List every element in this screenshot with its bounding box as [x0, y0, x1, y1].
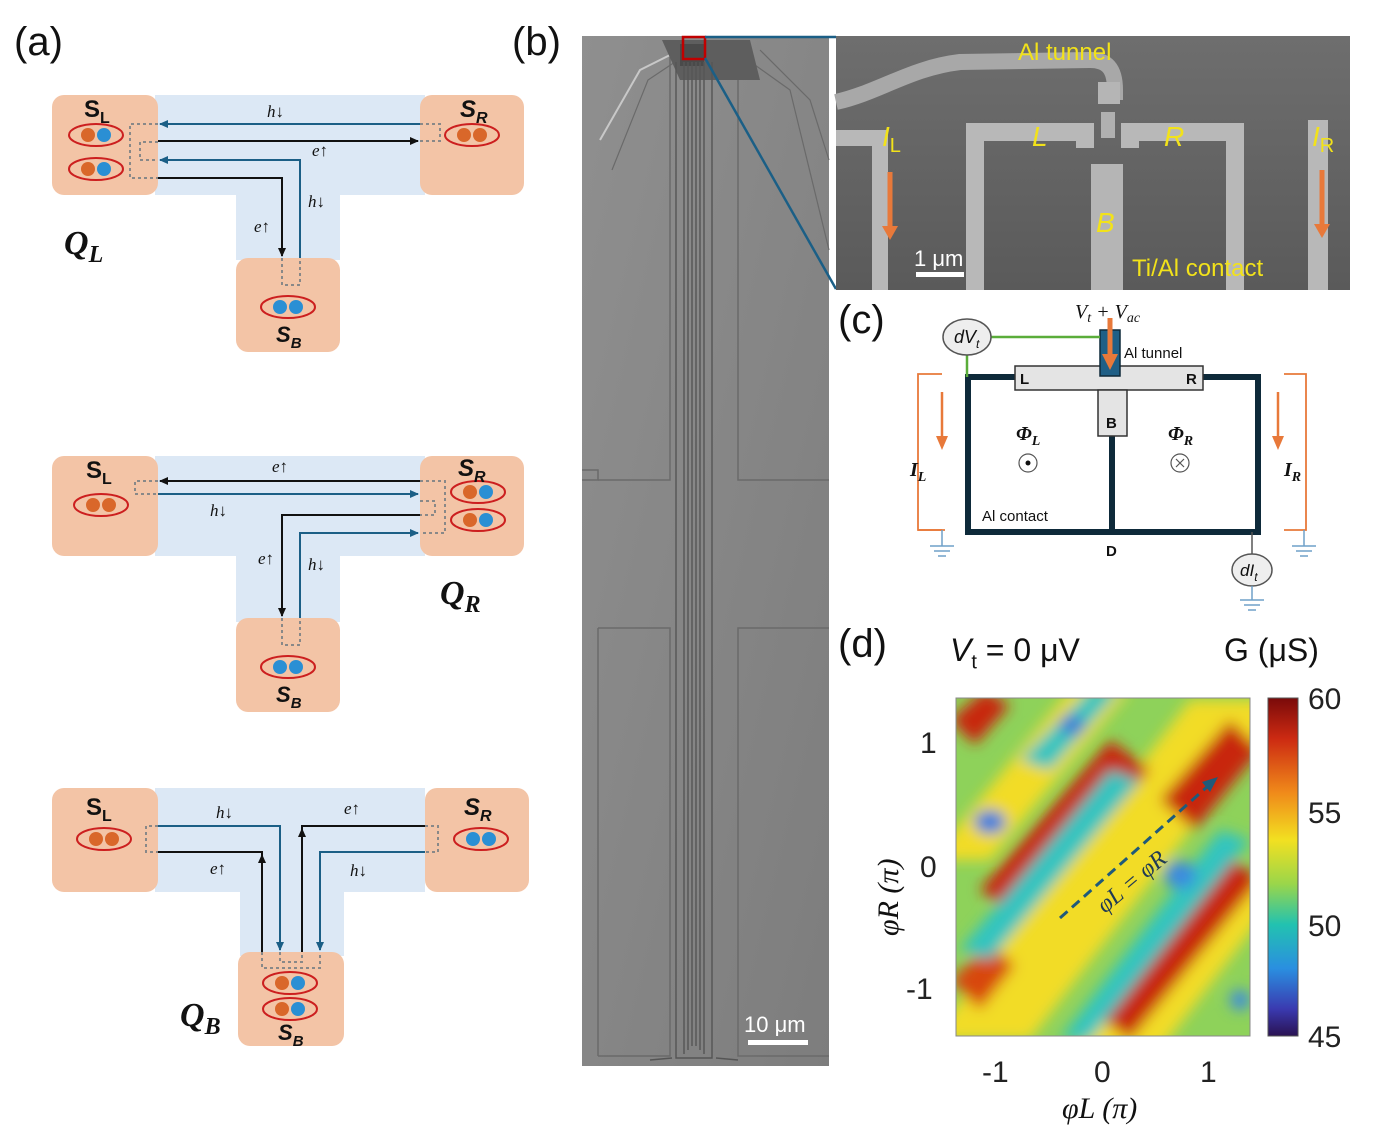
- sem-scale-label: 10 μm: [744, 1012, 806, 1037]
- cbar-tick-50: 50: [1308, 910, 1342, 943]
- ql-h-stem: h↓: [308, 192, 325, 211]
- ql-sr: SR: [460, 96, 488, 127]
- inset-b-label: B: [1096, 207, 1115, 238]
- cooper-pair-sl: [76, 827, 132, 851]
- circuit-il-label: IL: [909, 459, 926, 485]
- circuit-r-label: R: [1186, 371, 1197, 388]
- panel-b-sem: 10 μm Al tunnel IL IR L R B Ti/Al contac…: [582, 35, 1350, 1066]
- cooper-pair-sr: [444, 123, 500, 147]
- inset-r-label: R: [1164, 121, 1184, 152]
- heatmap-field: [956, 698, 1250, 1036]
- panel-c-circuit: Vt + Vac dVt Al tunnel L R B D ΦL ΦR IL …: [909, 301, 1316, 611]
- cooper-pair-sb-1: [262, 971, 318, 995]
- xtick-1: 1: [1200, 1056, 1217, 1089]
- qb-label: QB: [180, 997, 221, 1040]
- ytick-0: 0: [920, 851, 937, 884]
- qr-sr: SR: [458, 455, 486, 486]
- heatmap-plot: φL = φR: [955, 697, 1299, 1037]
- colorbar-title: G (μS): [1224, 632, 1319, 668]
- cooper-pair-sr-2: [450, 508, 506, 532]
- inset-il-label: IL: [882, 121, 901, 157]
- ytick-m1: -1: [906, 973, 933, 1006]
- qb-e-right: e↑: [344, 799, 360, 818]
- inset-l-label: L: [1032, 121, 1048, 152]
- circuit-dvt-label: dVt: [954, 327, 980, 351]
- cooper-pair-sb: [260, 655, 316, 679]
- qr-label: QR: [440, 575, 481, 618]
- circuit-dit-label: dIt: [1240, 561, 1258, 584]
- circuit-phil-label: ΦL: [1016, 423, 1040, 449]
- ql-label: QL: [64, 225, 103, 268]
- xtick-m1: -1: [982, 1056, 1009, 1089]
- yaxis-label: φR (π): [872, 858, 905, 936]
- qr-e-stem: e↑: [258, 549, 274, 568]
- ql-sb: SB: [276, 322, 302, 352]
- title-sub: t: [971, 651, 977, 674]
- panel-c-label: (c): [838, 298, 885, 342]
- qr-h-stem: h↓: [308, 555, 325, 574]
- title-v: V: [950, 632, 972, 668]
- xtick-0: 0: [1094, 1056, 1111, 1089]
- circuit-vt-label: Vt + Vac: [1075, 301, 1141, 326]
- inset-contact-label: Ti/Al contact: [1132, 255, 1263, 282]
- xaxis-label: φL (π): [1062, 1092, 1138, 1125]
- circuit-phir-label: ΦR: [1168, 423, 1193, 449]
- qr-sl: SL: [86, 457, 112, 488]
- circuit-tunnel-label: Al tunnel: [1124, 345, 1182, 362]
- inset-scale-label: 1 μm: [914, 246, 963, 271]
- circuit-ir-label: IR: [1283, 459, 1301, 485]
- qb-sb: SB: [278, 1020, 304, 1050]
- cooper-pair-sb-2: [262, 997, 318, 1021]
- qb-sr: SR: [464, 794, 492, 825]
- panel-d-label: (d): [838, 622, 887, 666]
- diagram-ql: [52, 95, 524, 352]
- ql-sl: SL: [84, 96, 110, 127]
- title-rest: = 0 μV: [976, 632, 1080, 668]
- cooper-pair-sl: [73, 493, 129, 517]
- circuit-drawing: [917, 318, 1316, 611]
- diagram-qr: [52, 456, 524, 712]
- cbar-tick-55: 55: [1308, 797, 1342, 830]
- cooper-pair-sr-1: [450, 480, 506, 504]
- circuit-contact-label: Al contact: [982, 508, 1049, 525]
- sem-inset-image: [834, 36, 1350, 290]
- inset-tunnel-label: Al tunnel: [1018, 39, 1111, 66]
- panel-a-diagrams: h↓ e↑ h↓ e↑ SL SR SB QL: [52, 95, 529, 1050]
- circuit-b-label: B: [1106, 415, 1117, 432]
- circuit-d-label: D: [1106, 543, 1117, 560]
- qr-e-top: e↑: [272, 457, 288, 476]
- cbar-tick-60: 60: [1308, 683, 1342, 716]
- diagram-qb: [52, 788, 529, 1046]
- panel-b-label: (b): [512, 20, 561, 64]
- cbar-tick-45: 45: [1308, 1021, 1342, 1054]
- ytick-1: 1: [920, 727, 937, 760]
- ql-e-mid: e↑: [312, 141, 328, 160]
- qb-h-right: h↓: [350, 861, 367, 880]
- cooper-pair-sr: [453, 827, 509, 851]
- qb-h-left: h↓: [216, 803, 233, 822]
- qr-sb: SB: [276, 682, 302, 712]
- ql-e-stem: e↑: [254, 217, 270, 236]
- cooper-pair-sb: [260, 295, 316, 319]
- qb-sl: SL: [86, 794, 112, 825]
- ql-h-top: h↓: [267, 102, 284, 121]
- cooper-pair-sl-1: [68, 123, 124, 147]
- panel-a-label: (a): [14, 20, 63, 64]
- heatmap-title: Vt = 0 μV: [950, 632, 1080, 674]
- cooper-pair-sl-2: [68, 157, 124, 181]
- qr-h-mid: h↓: [210, 501, 227, 520]
- qb-e-left: e↑: [210, 859, 226, 878]
- sem-large-image: [582, 35, 830, 1066]
- circuit-l-label: L: [1020, 371, 1029, 388]
- inset-ir-label: IR: [1312, 121, 1334, 157]
